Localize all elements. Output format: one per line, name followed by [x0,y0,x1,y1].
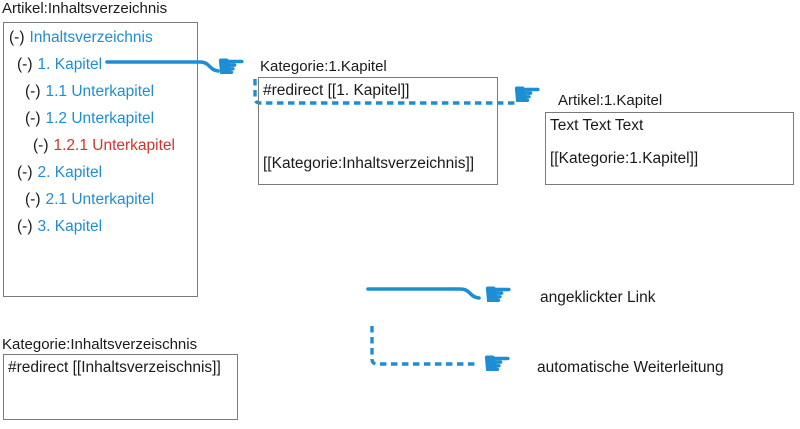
legend-auto-redirect-line [370,326,478,366]
toc-item: (-)2. Kapitel [4,159,197,186]
toc-item: (-)3. Kapitel [4,213,197,240]
toc-link[interactable]: 2. Kapitel [37,164,103,181]
toc-link[interactable]: 3. Kapitel [37,218,103,235]
hand-cursor-icon-legend-clicked: ☛ [483,275,514,315]
toc-link[interactable]: 2.1 Unterkapitel [45,191,155,208]
article-toc-box: (-)Inhaltsverzeichnis (-)1. Kapitel (-)1… [3,22,198,297]
hand-cursor-icon-clicked-link: ☛ [216,47,247,87]
toc-item: (-)2.1 Unterkapitel [4,186,197,213]
category-statement: [[Kategorie:1.Kapitel]] [550,150,699,167]
legend-clicked-link-line [366,287,481,300]
category-toc-box: #redirect [[Inhaltsverzeischnis]] [3,354,238,420]
toc-link[interactable]: 1.1 Unterkapitel [45,83,155,100]
collapse-marker: (-) [25,83,41,100]
collapse-marker: (-) [17,218,33,235]
toc-link[interactable]: Inhaltsverzeichnis [29,29,153,46]
clicked-link-line [105,60,220,73]
collapse-marker: (-) [25,110,41,127]
toc-link[interactable]: 1.2.1 Unterkapitel [53,137,176,154]
article-chapter-box: Text Text Text [[Kategorie:1.Kapitel]] [545,112,794,185]
toc-link[interactable]: 1.2 Unterkapitel [45,110,155,127]
legend-clicked-link-label: angeklickter Link [540,289,656,306]
article-toc-title: Artikel:Inhaltsverzeichnis [2,0,168,17]
hand-cursor-icon-redirect-target: ☛ [512,75,543,115]
collapse-marker: (-) [25,191,41,208]
category-toc-title: Kategorie:Inhaltsverzeischnis [2,336,198,353]
toc-item: (-)Inhaltsverzeichnis [4,24,197,51]
redirect-statement: #redirect [[Inhaltsverzeischnis]] [8,359,221,376]
toc-item: (-)1.2.1 Unterkapitel [4,132,197,159]
auto-redirect-line [253,79,518,105]
category-chapter-box: #redirect [[1. Kapitel]] [[Kategorie:Inh… [258,77,498,185]
category-statement: [[Kategorie:Inhaltsverzeichnis]] [263,155,475,172]
legend-auto-redirect-label: automatische Weiterleitung [537,359,724,376]
toc-item: (-)1.1 Unterkapitel [4,78,197,105]
category-chapter-title: Kategorie:1.Kapitel [260,58,387,75]
toc-link[interactable]: 1. Kapitel [37,56,103,73]
toc-item: (-)1.2 Unterkapitel [4,105,197,132]
collapse-marker: (-) [9,29,25,46]
collapse-marker: (-) [17,164,33,181]
hand-cursor-icon-legend-redirect: ☛ [482,344,513,384]
redirect-statement: #redirect [[1. Kapitel]] [263,82,410,99]
collapse-marker: (-) [33,137,49,154]
toc-item: (-)1. Kapitel [4,51,197,78]
article-body-text: Text Text Text [550,117,644,134]
collapse-marker: (-) [17,56,33,73]
article-chapter-title: Artikel:1.Kapitel [558,92,663,109]
